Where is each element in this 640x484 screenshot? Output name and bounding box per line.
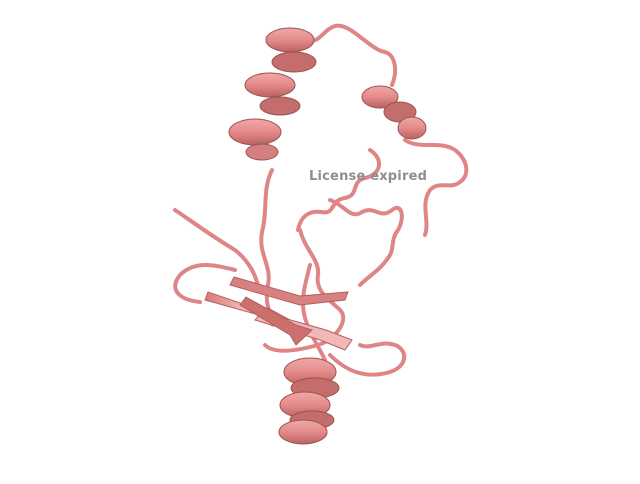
coil-bottom-right-loop xyxy=(328,341,407,377)
coil-top-loop xyxy=(303,23,398,87)
coil-left-strand xyxy=(173,208,260,287)
license-watermark: License expired xyxy=(309,169,428,184)
beta-strand-4 xyxy=(239,296,313,346)
coil-helix-link xyxy=(259,168,287,332)
alpha-helix-bottom xyxy=(278,357,340,445)
coil-loops xyxy=(173,23,469,377)
beta-sheet xyxy=(204,276,353,351)
alpha-helix-right xyxy=(361,85,427,140)
coil-lower-middle xyxy=(263,228,346,353)
beta-strand-2 xyxy=(229,276,349,306)
coil-right-hairpin xyxy=(403,138,469,237)
coil-middle-wiggle xyxy=(296,148,381,232)
coil-center-down xyxy=(300,263,327,362)
coil-center-zigzag xyxy=(328,198,404,287)
coil-lower-left-loop xyxy=(173,263,237,304)
alpha-helix-top xyxy=(228,27,317,161)
